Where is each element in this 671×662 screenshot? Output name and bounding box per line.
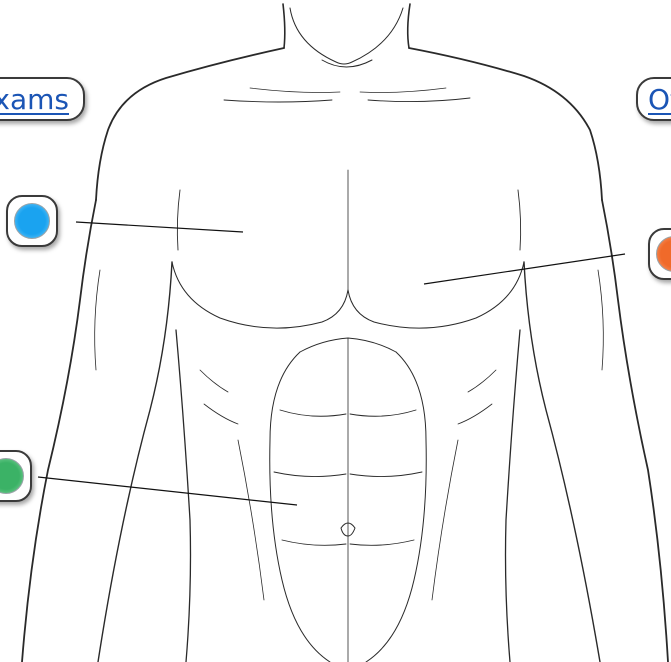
other-link-button[interactable]: Other: [636, 77, 671, 121]
exams-link-label[interactable]: Exams: [0, 83, 69, 116]
blue-marker-button[interactable]: [6, 195, 58, 247]
leader-line-blue: [76, 222, 243, 232]
other-link-label[interactable]: Other: [648, 83, 671, 116]
orange-marker-button[interactable]: [648, 228, 671, 280]
green-dot-icon: [0, 458, 24, 494]
blue-dot-icon: [14, 203, 50, 239]
exams-link-button[interactable]: Exams: [0, 77, 85, 121]
orange-dot-icon: [656, 236, 671, 272]
green-marker-button[interactable]: [0, 450, 32, 502]
leader-line-green: [38, 477, 297, 505]
